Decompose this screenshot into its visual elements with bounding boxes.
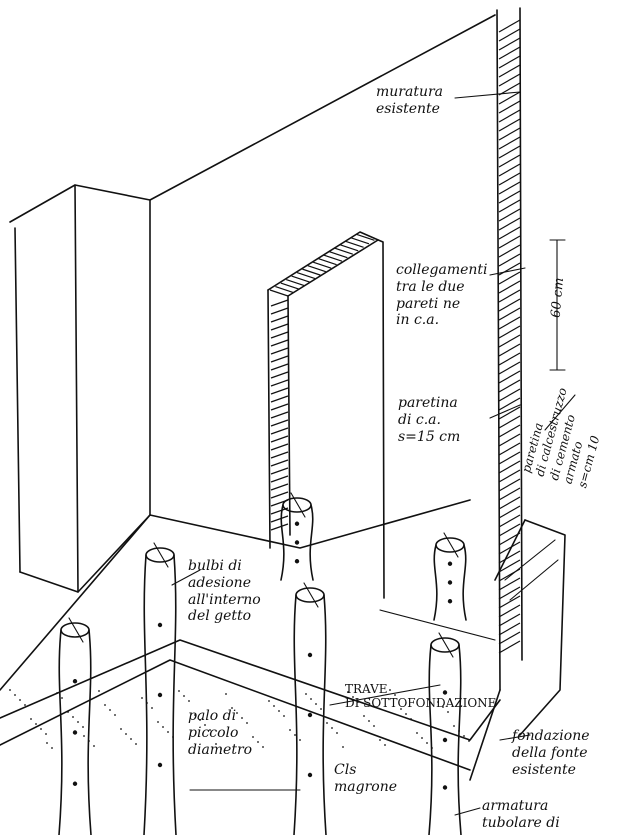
foundation-beam (0, 499, 501, 771)
micro-pile (143, 542, 177, 835)
existing-wall (496, 7, 523, 691)
beam-dotting (9, 689, 470, 750)
leader-lines (171, 91, 576, 816)
reinforced-wall (469, 519, 566, 781)
micro-pile (58, 617, 92, 835)
label-collegamenti: collegamenti tra le due pareti ne in c.a… (396, 262, 488, 329)
label-paretina: paretina di c.a. s=15 cm (398, 395, 461, 445)
micro-piles (58, 492, 467, 835)
label-palo: palo di piccolo diametro (188, 708, 253, 758)
micro-pile (433, 532, 467, 621)
label-muratura: muratura esistente (376, 84, 444, 117)
micro-pile (293, 582, 327, 835)
micro-pile (428, 632, 462, 835)
label-armatura: armatura tubolare di (482, 798, 560, 831)
micro-pile (280, 492, 314, 581)
label-bulbi: bulbi di adesione all'interno del getto (188, 558, 261, 625)
label-trave: TRAVE DI SOTTOFONDAZIONE (345, 682, 497, 711)
left-wall (9, 14, 496, 593)
label-cls: Cls magrone (334, 762, 398, 795)
door-opening (267, 231, 385, 599)
existing-wall-hatch (498, 19, 521, 654)
label-fondazione: fondazione della fonte esistente (512, 728, 590, 778)
door-jamb-hatch (269, 233, 375, 531)
dim-60-line (549, 239, 566, 371)
